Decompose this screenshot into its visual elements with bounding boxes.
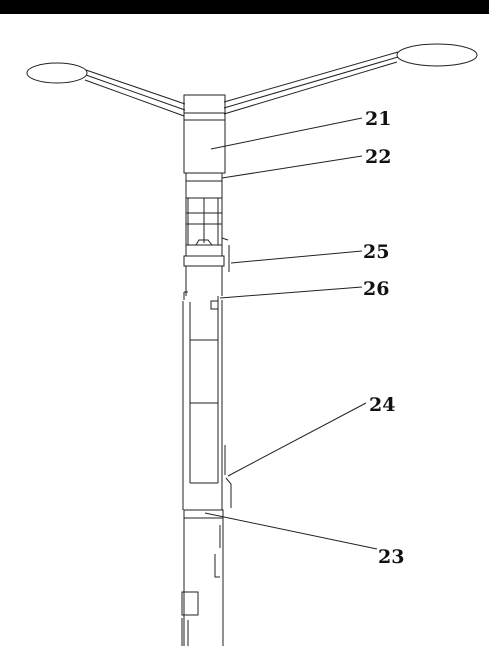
- label-24: 24: [369, 394, 395, 416]
- left-lamp-head: [26, 62, 88, 84]
- lower-body: [182, 300, 232, 510]
- band-22: [185, 172, 223, 182]
- right-lamp-arm: [223, 51, 399, 115]
- middle-housing: [183, 255, 225, 310]
- top-black-bar: [0, 0, 489, 14]
- right-lamp-head: [396, 43, 478, 67]
- leader-23: [204, 512, 378, 550]
- top-cap-21: [183, 94, 226, 174]
- leader-25: [230, 250, 363, 264]
- label-26: 26: [363, 278, 389, 300]
- left-lamp-arm: [84, 69, 186, 117]
- label-25: 25: [363, 241, 389, 263]
- label-21: 21: [365, 108, 391, 130]
- leader-22: [221, 155, 363, 179]
- leader-24: [227, 402, 367, 477]
- leader-lines: [204, 117, 378, 550]
- band-23: [183, 509, 224, 519]
- upper-pole-section: [185, 181, 230, 272]
- leader-26: [219, 286, 363, 299]
- bottom-pole: [181, 518, 224, 646]
- label-22: 22: [365, 146, 391, 168]
- leader-21: [210, 117, 363, 150]
- label-23: 23: [378, 546, 404, 568]
